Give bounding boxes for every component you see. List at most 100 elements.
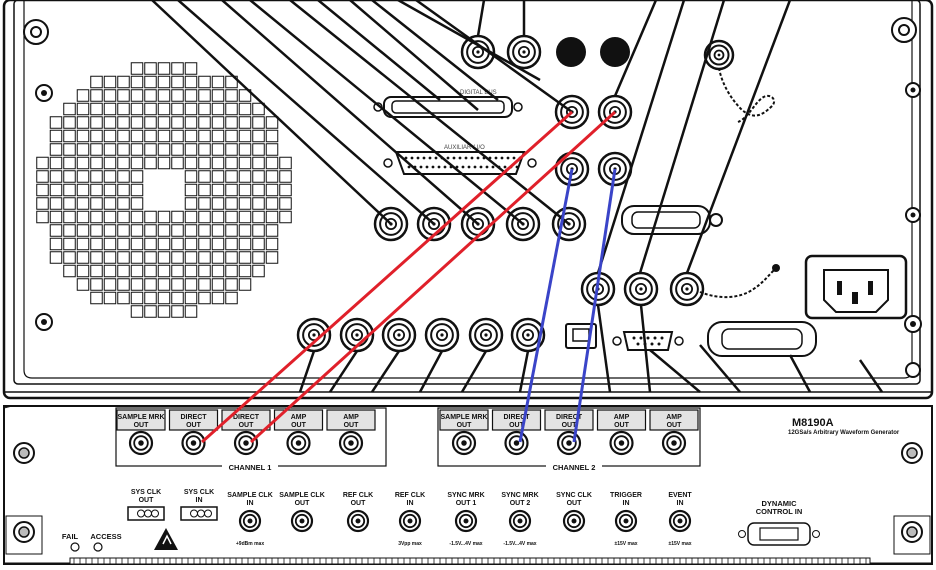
grille-cell <box>211 210 225 224</box>
channel-2-ports: SAMPLE MRKOUTDIRECTOUTDIRECTOUTAMPOUTAMP… <box>439 409 699 456</box>
grille-cell <box>184 62 198 75</box>
grille-cell <box>144 116 157 129</box>
rear-panel: DIGITAL BUS AUXILIARY I/O <box>2 0 934 400</box>
grille-cell <box>103 197 117 210</box>
screw-icon <box>905 82 921 98</box>
grille-cell <box>279 183 292 197</box>
screw-icon <box>13 442 35 464</box>
grille-cell <box>265 251 279 264</box>
grille-cell <box>117 116 130 129</box>
front-port-label-1: SYNC MRK <box>447 492 484 499</box>
grille-cell <box>90 170 103 183</box>
grille-cell <box>36 183 49 197</box>
digital-bus-label: DIGITAL BUS <box>460 90 497 96</box>
port-label-line2: OUT <box>509 422 525 429</box>
front-port-label-2: OUT <box>295 500 311 507</box>
grille-cell <box>252 143 265 156</box>
sma-connector-icon <box>668 509 692 533</box>
port-label-line1: SAMPLE MRK <box>440 414 487 421</box>
grille-cell <box>90 89 103 102</box>
grille-cell <box>36 197 49 210</box>
grille-cell <box>198 75 211 89</box>
black-cable <box>476 0 486 37</box>
grille-cell <box>130 75 144 89</box>
grille-cell <box>144 143 157 156</box>
grille-cell <box>63 264 76 278</box>
black-cable <box>788 354 812 393</box>
grille-cell <box>130 116 144 129</box>
grille-cell <box>184 224 198 237</box>
grille-cell <box>265 237 279 251</box>
grille-cell <box>103 89 117 102</box>
grille-cell <box>211 143 225 156</box>
black-cable <box>298 350 316 393</box>
grille-cell <box>90 116 103 129</box>
screw-icon <box>35 84 53 102</box>
grille-cell <box>211 237 225 251</box>
grille-cell <box>157 102 171 116</box>
grille-cell <box>49 143 63 156</box>
port-label-box <box>491 409 542 431</box>
grille-cell <box>184 291 198 305</box>
grille-cell <box>225 143 238 156</box>
grille-cell <box>157 116 171 129</box>
front-port-label-2: OUT 2 <box>510 500 531 507</box>
grille-cell <box>103 143 117 156</box>
sys-clk-out-connector <box>127 506 165 521</box>
grille-cell <box>103 183 117 197</box>
grille-cell <box>198 278 211 291</box>
black-cable <box>370 350 401 393</box>
serial-port-icon <box>612 331 684 351</box>
grille-cell <box>63 143 76 156</box>
grille-cell <box>238 224 252 237</box>
grille-cell <box>49 251 63 264</box>
channel-2-label: CHANNEL 2 <box>553 463 596 472</box>
front-port-label-1: SAMPLE CLK <box>227 492 273 499</box>
grille-cell <box>49 183 63 197</box>
port-label-line2: OUT <box>667 422 683 429</box>
grille-cell <box>265 143 279 156</box>
rear-bnc-connector-icon <box>506 34 542 70</box>
port-label-line1: AMP <box>614 414 630 421</box>
grille-cell <box>103 116 117 129</box>
red-cable-2 <box>249 110 617 444</box>
grille-cell <box>252 156 265 170</box>
grille-cell <box>238 143 252 156</box>
port-label-line2: OUT <box>614 422 630 429</box>
port-label-line1: DIRECT <box>503 414 530 421</box>
grille-cell <box>252 129 265 143</box>
grille-cell <box>157 264 171 278</box>
black-cable <box>349 0 479 111</box>
grille-cell <box>144 291 157 305</box>
grille-cell <box>225 291 238 305</box>
grille-cell <box>117 129 130 143</box>
grille-cell <box>117 278 130 291</box>
sys-clk-in-connector <box>180 506 218 521</box>
grille-cell <box>144 75 157 89</box>
grille-cell <box>76 278 90 291</box>
rear-bnc-connector-icon <box>703 39 735 71</box>
grille-cell <box>90 129 103 143</box>
rear-bnc-connector-icon <box>510 317 546 353</box>
grille-cell <box>130 251 144 264</box>
grille-cell <box>76 183 90 197</box>
grille-cell <box>171 264 184 278</box>
grille-cell <box>198 224 211 237</box>
sma-connector-icon <box>454 509 478 533</box>
grille-cell <box>157 156 171 170</box>
grille-cell <box>171 278 184 291</box>
grille-cell <box>117 75 130 89</box>
grille-cell <box>238 89 252 102</box>
port-label-box <box>649 409 699 431</box>
grille-cell <box>184 278 198 291</box>
rear-bnc-connector-icon <box>424 317 460 353</box>
grille-cell <box>198 143 211 156</box>
front-port-label-2: OUT <box>567 500 583 507</box>
grille-cell <box>63 224 76 237</box>
access-label: ACCESS <box>90 532 121 541</box>
sys-clk-out-label-2: OUT <box>139 497 155 504</box>
grille-cell <box>171 143 184 156</box>
port-label-line2: OUT <box>291 422 307 429</box>
